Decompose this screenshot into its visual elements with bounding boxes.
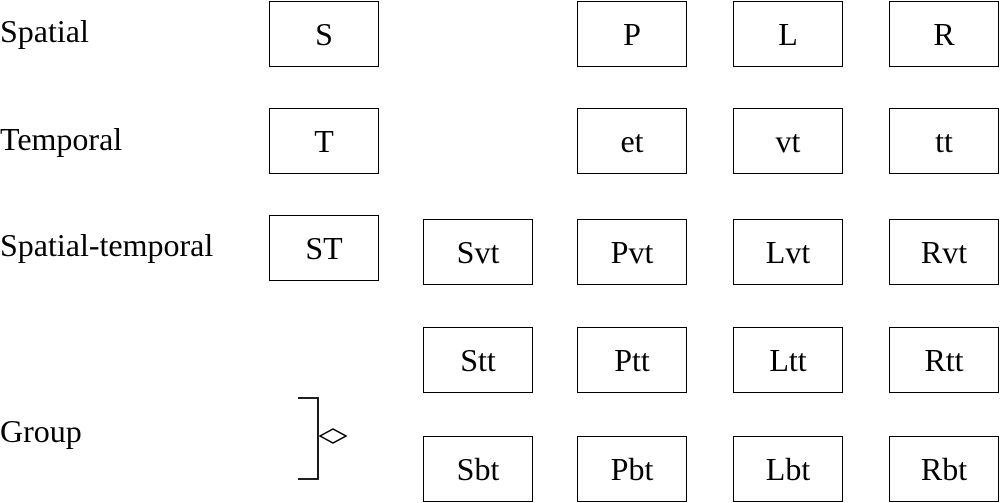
box-l: L: [733, 1, 843, 67]
label-temporal: Temporal: [0, 121, 123, 157]
box-ltt: Ltt: [733, 327, 843, 393]
box-vt: vt: [733, 108, 843, 174]
box-pbt: Pbt: [577, 436, 687, 502]
box-rtt: Rtt: [889, 327, 999, 393]
box-et: et: [577, 108, 687, 174]
box-r: R: [889, 1, 999, 67]
box-lbt: Lbt: [733, 436, 843, 502]
box-sbt: Sbt: [423, 436, 533, 502]
box-ptt: Ptt: [577, 327, 687, 393]
box-tt: tt: [889, 108, 999, 174]
label-group: Group: [0, 413, 82, 449]
box-t: T: [269, 108, 379, 174]
box-rvt: Rvt: [889, 219, 999, 285]
box-s: S: [269, 1, 379, 67]
box-stt: Stt: [423, 327, 533, 393]
box-rbt: Rbt: [889, 436, 999, 502]
box-p: P: [577, 1, 687, 67]
box-lvt: Lvt: [733, 219, 843, 285]
label-spatial-temporal: Spatial-temporal: [0, 227, 214, 263]
box-pvt: Pvt: [577, 219, 687, 285]
label-spatial: Spatial: [0, 13, 89, 49]
bracket-diamond-icon: [298, 397, 348, 480]
box-st: ST: [269, 215, 379, 281]
box-svt: Svt: [423, 219, 533, 285]
